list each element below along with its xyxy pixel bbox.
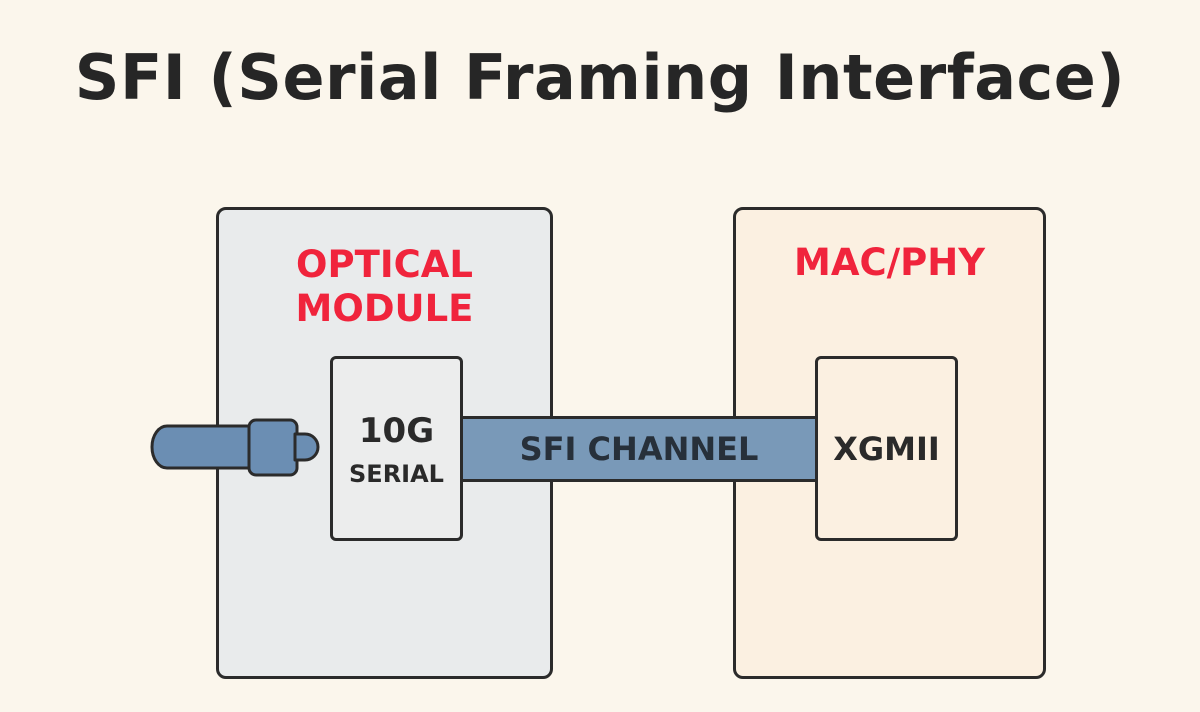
- serial-box-line2: SERIAL: [349, 460, 444, 488]
- xgmii-label: XGMII: [833, 430, 940, 468]
- sfi-channel-label: SFI CHANNEL: [519, 430, 759, 468]
- optical-module-title: OPTICAL MODULE: [295, 243, 474, 330]
- sfi-channel-bar: SFI CHANNEL: [458, 416, 820, 482]
- mac-phy-title: MAC/PHY: [794, 241, 985, 284]
- diagram-title: SFI (Serial Framing Interface): [74, 41, 1126, 114]
- serial-box-line1: 10G: [358, 411, 435, 451]
- serial-box: 10G SERIAL: [330, 356, 463, 541]
- xgmii-box: XGMII: [815, 356, 958, 541]
- fiber-connector-icon: [150, 418, 320, 477]
